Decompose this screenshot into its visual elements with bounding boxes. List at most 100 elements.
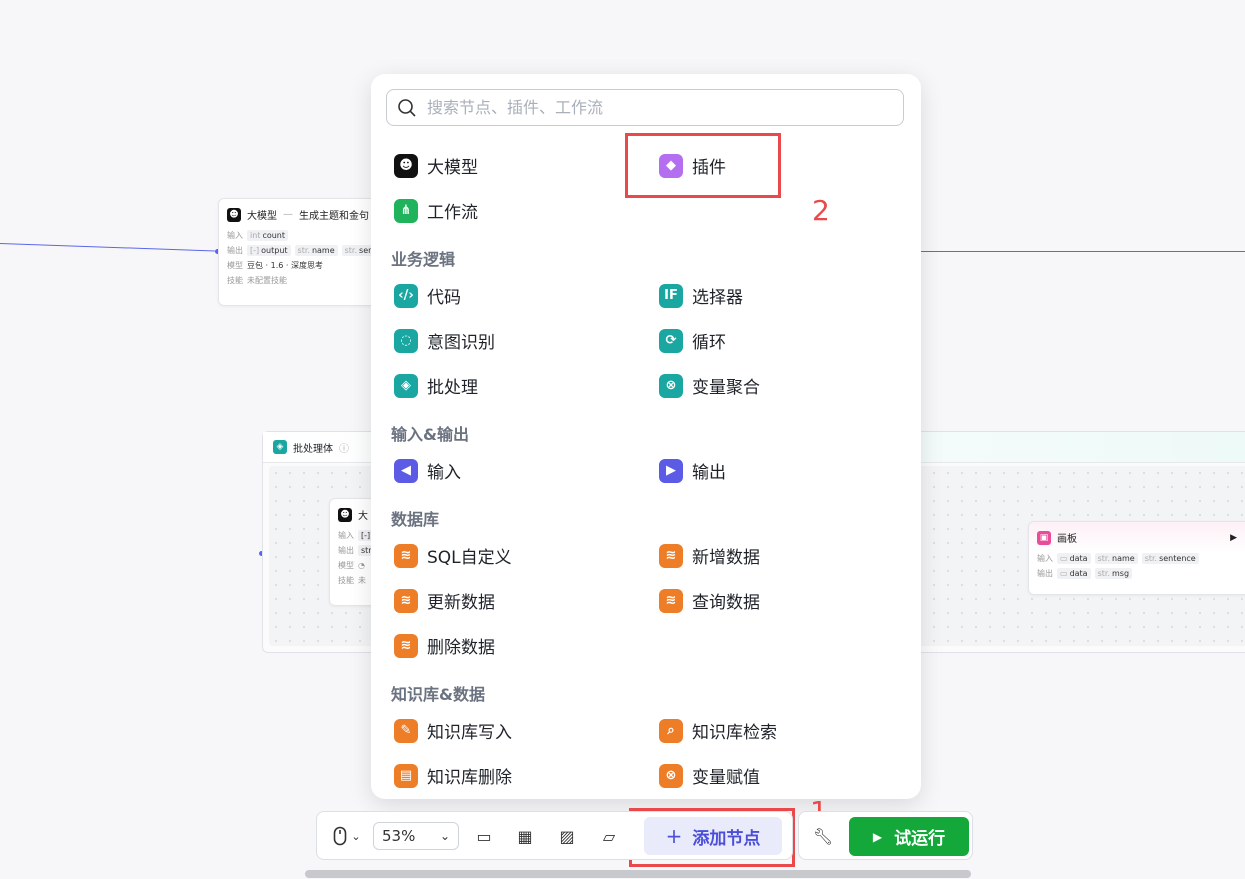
section-database: 数据库 — [391, 510, 440, 529]
play-icon[interactable]: ▶ — [1230, 532, 1237, 543]
zoom-select[interactable]: 53% ⌄ — [373, 822, 459, 850]
knowledge-write-icon: ✎ — [394, 718, 418, 743]
robot-icon: ☻ — [227, 207, 241, 222]
edge-start-to-llm — [0, 243, 215, 252]
chevron-down-icon: ⌄ — [351, 829, 361, 843]
robot-icon: ☻ — [394, 153, 418, 178]
aggregate-icon: ⊗ — [659, 373, 683, 398]
menu-item-sql[interactable]: ≋ SQL自定义 — [394, 543, 512, 568]
menu-item-code[interactable]: ‹/› 代码 — [394, 283, 461, 308]
board-icon: ▣ — [1037, 530, 1051, 545]
edge-llm-out — [921, 251, 1245, 252]
image-button[interactable]: ▨ — [555, 824, 579, 848]
llm-node-header: ☻ 大模型 — 生成主题和金句 — [219, 199, 389, 228]
add-node-menu: ☻ 大模型 ◆ 插件 ⋔ 工作流 业务逻辑 ‹/› 代码 IF 选择器 ◌ 意图… — [371, 74, 921, 799]
menu-item-var-assign[interactable]: ⊗ 变量赋值 — [659, 763, 760, 788]
menu-item-llm[interactable]: ☻ 大模型 — [394, 153, 478, 178]
node-search-box[interactable] — [386, 89, 904, 126]
search-input[interactable] — [425, 97, 903, 118]
info-icon: ⓘ — [339, 443, 349, 455]
menu-item-insert-data[interactable]: ≋ 新增数据 — [659, 543, 760, 568]
layers-icon: ◈ — [273, 440, 287, 454]
output-tag: str.name — [294, 245, 338, 256]
menu-item-variable-aggregate[interactable]: ⊗ 变量聚合 — [659, 373, 760, 398]
run-toolbar: 🔧︎ ▶ 试运行 — [798, 811, 973, 860]
plus-icon: + — [665, 824, 683, 848]
llm-node-skill-row: 技能 未配置技能 — [219, 273, 389, 288]
model-value: 豆包 · 1.6 · 深度思考 — [247, 261, 323, 270]
output-tag: [-]output — [247, 245, 291, 256]
lightbulb-icon: ◌ — [394, 328, 418, 353]
database-delete-icon: ≋ — [394, 633, 418, 658]
input-icon: ◀ — [394, 458, 418, 483]
section-io: 输入&输出 — [391, 425, 469, 444]
input-label: 输入 — [227, 231, 243, 240]
robot-icon: ☻ — [338, 507, 352, 522]
workflow-icon: ⋔ — [394, 198, 418, 223]
test-run-button[interactable]: ▶ 试运行 — [849, 817, 969, 856]
menu-item-input[interactable]: ◀ 输入 — [394, 458, 461, 483]
comment-icon: ▭ — [476, 826, 492, 846]
minimap-button[interactable]: ▱ — [597, 824, 621, 848]
layout-button[interactable]: ▦ — [513, 824, 537, 848]
menu-item-plugin[interactable]: ◆ 插件 — [659, 153, 726, 178]
llm-node-subtitle: 生成主题和金句 — [299, 211, 369, 222]
database-add-icon: ≋ — [659, 543, 683, 568]
menu-item-output[interactable]: ▶ 输出 — [659, 458, 726, 483]
menu-item-update-data[interactable]: ≋ 更新数据 — [394, 588, 495, 613]
pointer-mode-button[interactable]: ⌄ — [329, 824, 365, 848]
skills-value: 未配置技能 — [247, 276, 287, 285]
knowledge-search-icon: ⌕ — [659, 718, 683, 743]
port-dot[interactable] — [259, 551, 264, 556]
minimap-icon: ▱ — [602, 826, 616, 846]
section-business-logic: 业务逻辑 — [391, 250, 456, 269]
bottom-toolbar: ⌄ 53% ⌄ ▭ ▦ ▨ ▱ + 添加节点 — [316, 811, 793, 860]
batch-node-title: 批处理体 — [293, 443, 333, 455]
menu-item-selector[interactable]: IF 选择器 — [659, 283, 743, 308]
section-knowledge: 知识库&数据 — [391, 685, 485, 704]
menu-item-loop[interactable]: ⟳ 循环 — [659, 328, 726, 353]
menu-item-kb-delete[interactable]: ▤ 知识库删除 — [394, 763, 512, 788]
llm-node-model-row: 模型 豆包 · 1.6 · 深度思考 — [219, 258, 389, 273]
add-node-button[interactable]: + 添加节点 — [644, 817, 782, 855]
horizontal-scrollbar[interactable] — [305, 870, 971, 878]
inner-node-title: 大 — [358, 511, 368, 522]
highlight-plugin — [625, 133, 781, 198]
annotation-2: 2 — [812, 194, 830, 227]
menu-item-batch[interactable]: ◈ 批处理 — [394, 373, 478, 398]
board-node-title: 画板 — [1057, 534, 1077, 545]
layers-icon: ◈ — [394, 373, 418, 398]
menu-item-kb-write[interactable]: ✎ 知识库写入 — [394, 718, 512, 743]
comment-button[interactable]: ▭ — [472, 824, 496, 848]
menu-item-intent[interactable]: ◌ 意图识别 — [394, 328, 495, 353]
menu-item-delete-data[interactable]: ≋ 删除数据 — [394, 633, 495, 658]
chevron-down-icon: ⌄ — [439, 829, 450, 843]
search-icon — [398, 98, 416, 117]
image-icon: ▨ — [559, 826, 575, 846]
zoom-value: 53% — [382, 827, 416, 845]
output-tag: str.sente — [341, 245, 385, 256]
llm-node-title: 大模型 — [247, 211, 277, 222]
debug-settings-button[interactable]: 🔧︎ — [811, 824, 835, 848]
llm-node-output-row: 输出 [-]output str.name str.sente — [219, 243, 389, 258]
database-update-icon: ≋ — [394, 588, 418, 613]
wrench-icon: 🔧︎ — [812, 826, 834, 846]
assign-icon: ⊗ — [659, 763, 683, 788]
port-dot[interactable] — [215, 249, 220, 254]
menu-item-workflow[interactable]: ⋔ 工作流 — [394, 198, 478, 223]
code-icon: ‹/› — [394, 283, 418, 308]
output-icon: ▶ — [659, 458, 683, 483]
grid-layout-icon: ▦ — [517, 826, 533, 846]
if-icon: IF — [659, 283, 683, 308]
knowledge-delete-icon: ▤ — [394, 763, 418, 788]
menu-item-query-data[interactable]: ≋ 查询数据 — [659, 588, 760, 613]
cube-icon: ◆ — [659, 153, 683, 178]
database-icon: ≋ — [394, 543, 418, 568]
skills-label: 技能 — [227, 276, 243, 285]
output-label: 输出 — [227, 246, 243, 255]
menu-item-kb-search[interactable]: ⌕ 知识库检索 — [659, 718, 777, 743]
canvas-board-node[interactable]: ▣ 画板 ▶ 输入 ▭data str.name str.sentence 输出… — [1028, 521, 1245, 595]
